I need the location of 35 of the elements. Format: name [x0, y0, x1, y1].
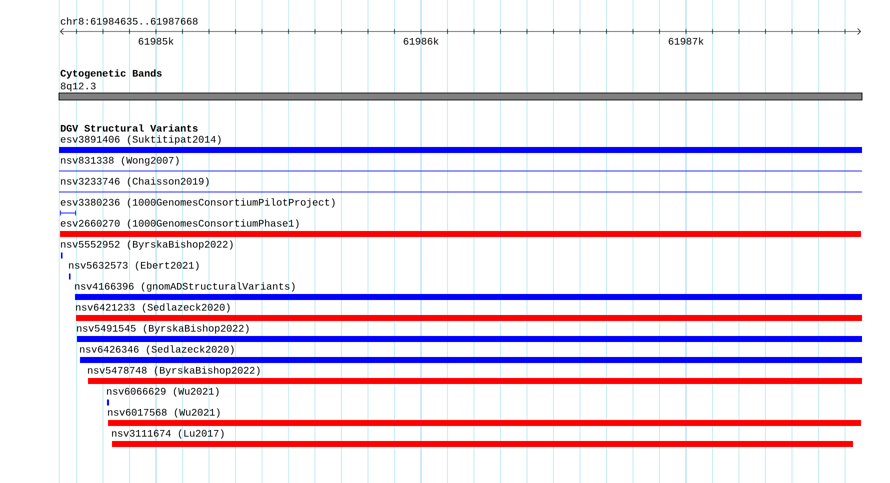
node-label: nsv6066629 (Wu2021) — [107, 387, 219, 397]
variant-feature: nsv6017568 (Wu2021) — [108, 408, 861, 426]
node-label: nsv5632573 (Ebert2021) — [69, 261, 199, 271]
variant-feature: nsv6426346 (Sedlazeck2020) — [80, 345, 862, 363]
variant-feature: esv3891406 (Suktitipat2014) — [59, 135, 862, 153]
node-label: esv3891406 (Suktitipat2014) — [60, 135, 221, 145]
track-heading: DGV Structural Variants — [60, 124, 198, 132]
variant-feature: nsv3111674 (Lu2017) — [112, 429, 853, 447]
variant-feature: nsv5491545 (ByrskaBishop2022) — [77, 324, 862, 342]
variant-feature: esv2660270 (1000GenomesConsortiumPhase1) — [60, 219, 861, 237]
variant-feature: nsv831338 (Wong2007) — [58, 156, 862, 172]
variant-feature: nsv5632573 (Ebert2021) — [69, 261, 199, 280]
node-label: nsv4166396 (gnomADStructuralVariants) — [75, 282, 295, 292]
tick-label: 61986k — [404, 37, 438, 45]
node-label: nsv5478748 (ByrskaBishop2022) — [88, 366, 260, 376]
node-label: nsv6017568 (Wu2021) — [108, 408, 220, 418]
tick-label: 61987k — [668, 37, 704, 45]
variant-feature: esv3380236 (1000GenomesConsortiumPilotProject) — [60, 198, 335, 216]
node-label: nsv5552952 (ByrskaBishop2022) — [61, 240, 233, 250]
variant-feature: nsv5478748 (ByrskaBishop2022) — [88, 366, 862, 384]
track-heading: Cytogenetic Bands — [60, 69, 162, 79]
variant-feature: nsv5552952 (ByrskaBishop2022) — [61, 240, 233, 258]
node-label: nsv5491545 (ByrskaBishop2022) — [77, 324, 249, 334]
location-label: chr8:61984635..61987668 — [60, 17, 198, 25]
variant-feature: nsv6066629 (Wu2021) — [107, 387, 219, 406]
node-label: 8q12.3 — [60, 82, 96, 92]
cytoband: 8q12.3 — [58, 82, 862, 100]
node-label: esv2660270 (1000GenomesConsortiumPhase1) — [60, 219, 299, 229]
variant-feature: nsv6421233 (Sedlazeck2020) — [76, 303, 862, 321]
tick-label: 61985k — [138, 37, 174, 45]
node-label: nsv3111674 (Lu2017) — [112, 429, 224, 439]
node-label: nsv6421233 (Sedlazeck2020) — [76, 303, 230, 313]
variant-feature: nsv3233746 (Chaisson2019) — [58, 177, 862, 192]
node-label: nsv6426346 (Sedlazeck2020) — [80, 345, 234, 355]
variant-feature: nsv4166396 (gnomADStructuralVariants) — [75, 282, 862, 300]
